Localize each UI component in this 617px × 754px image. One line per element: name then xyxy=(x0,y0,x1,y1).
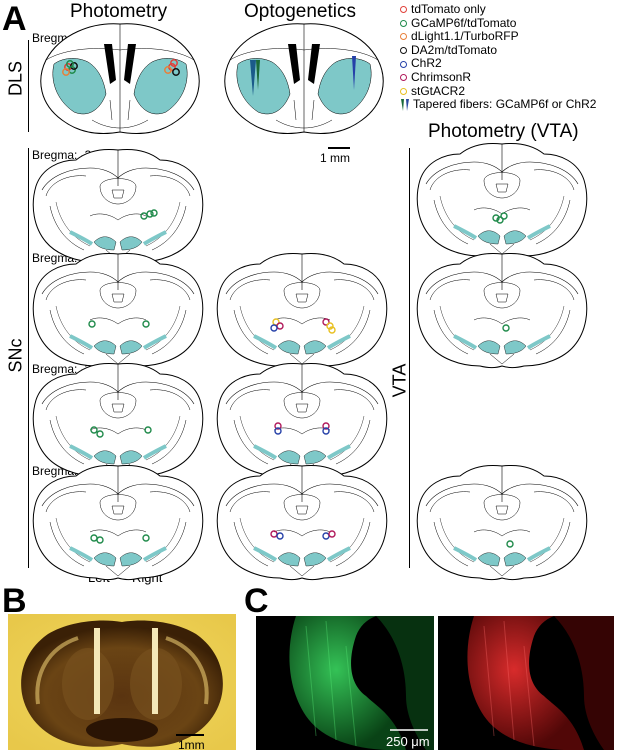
vta-divider xyxy=(409,148,410,568)
tapered-fiber-icon xyxy=(352,56,356,90)
legend-item: tdTomato only xyxy=(400,2,596,17)
placement-marker xyxy=(492,214,500,222)
region-label-vta: VTA xyxy=(389,363,410,398)
legend-marker-icon xyxy=(400,6,407,14)
placement-marker xyxy=(270,324,278,332)
panel-label-b: B xyxy=(2,582,27,620)
snc-divider xyxy=(28,148,29,568)
scale-bar-b-label: 1mm xyxy=(178,738,205,752)
placement-marker xyxy=(62,68,70,76)
placement-marker xyxy=(274,422,282,430)
placement-marker xyxy=(322,318,330,326)
brain-section-snc-photometry-4 xyxy=(31,463,205,582)
placement-marker xyxy=(88,320,96,328)
tapered-fiber-icon xyxy=(401,98,409,111)
placement-marker xyxy=(322,422,330,430)
placement-marker xyxy=(90,426,98,434)
fluorescence-red-image xyxy=(438,616,614,750)
placement-marker xyxy=(170,59,178,67)
region-label-snc: SNc xyxy=(5,338,26,373)
placement-marker xyxy=(500,212,508,220)
tapered-fiber-icon xyxy=(250,60,256,96)
brain-section-snc-photometry-3 xyxy=(31,361,205,480)
legend-item: ChR2 xyxy=(400,57,596,71)
brain-section-snc-optogenetics-2 xyxy=(215,251,389,370)
placement-marker xyxy=(276,532,284,540)
placement-marker xyxy=(328,326,336,334)
brain-section-vta-1 xyxy=(415,141,589,260)
brain-section-vta-2 xyxy=(415,251,589,370)
fluorescence-green-image xyxy=(256,616,434,750)
scale-bar-b xyxy=(176,734,204,736)
placement-marker xyxy=(502,324,510,332)
placement-marker xyxy=(164,66,172,74)
placement-marker xyxy=(66,60,74,68)
placement-marker xyxy=(96,536,104,544)
column-title-optogenetics: Optogenetics xyxy=(244,1,356,22)
legend: tdTomato only GCaMP6f/tdTomato dLight1.1… xyxy=(400,2,596,112)
panel-label-c: C xyxy=(244,582,269,620)
legend-item: ChrimsonR xyxy=(400,70,596,85)
placement-marker xyxy=(144,426,152,434)
placement-marker xyxy=(96,430,104,438)
column-title-photometry: Photometry xyxy=(70,1,168,22)
legend-item: DA2m/tdTomato xyxy=(400,43,596,58)
legend-item: GCaMP6f/tdTomato xyxy=(400,16,596,31)
placement-marker xyxy=(142,320,150,328)
brain-section-snc-photometry-2 xyxy=(31,251,205,370)
scale-bar-a-label: 1 mm xyxy=(320,151,350,165)
column-title-photometry-vta: Photometry (VTA) xyxy=(428,121,579,142)
placement-marker xyxy=(328,530,336,538)
brain-section-snc-photometry-1 xyxy=(31,147,205,266)
legend-item: Tapered fibers: GCaMP6f or ChR2 xyxy=(400,98,596,112)
brain-section-vta-4 xyxy=(415,463,589,582)
placement-marker xyxy=(326,322,334,330)
brain-section-snc-optogenetics-4 xyxy=(215,463,389,582)
scale-bar-a xyxy=(328,147,350,149)
legend-item: dLight1.1/TurboRFP xyxy=(400,30,596,44)
legend-marker-icon xyxy=(400,74,407,82)
placement-marker xyxy=(322,427,330,435)
placement-marker xyxy=(172,68,180,76)
legend-item: stGtACR2 xyxy=(400,84,596,99)
placement-marker xyxy=(496,216,504,224)
placement-marker xyxy=(506,540,514,548)
legend-marker-icon xyxy=(400,87,407,95)
placement-marker xyxy=(70,62,78,70)
brain-section-dls-optogenetics xyxy=(224,23,384,135)
fiber-track xyxy=(94,628,100,714)
legend-marker-icon xyxy=(400,19,407,27)
placement-marker xyxy=(142,534,150,542)
fiber-track xyxy=(152,628,158,714)
placement-marker xyxy=(274,427,282,435)
histology-image xyxy=(8,614,236,750)
dls-divider xyxy=(28,40,29,132)
placement-marker xyxy=(150,209,158,217)
legend-marker-icon xyxy=(400,33,407,41)
legend-marker-icon xyxy=(400,60,407,68)
brain-section-snc-optogenetics-3 xyxy=(215,361,389,480)
tapered-fiber-icon xyxy=(256,60,260,90)
panel-label-a: A xyxy=(2,0,27,38)
placement-marker xyxy=(146,210,154,218)
legend-marker-icon xyxy=(400,47,407,55)
region-label-dls: DLS xyxy=(5,61,26,97)
scale-bar-c-label: 250 μm xyxy=(386,734,430,749)
brain-section-dls-photometry xyxy=(40,23,200,135)
